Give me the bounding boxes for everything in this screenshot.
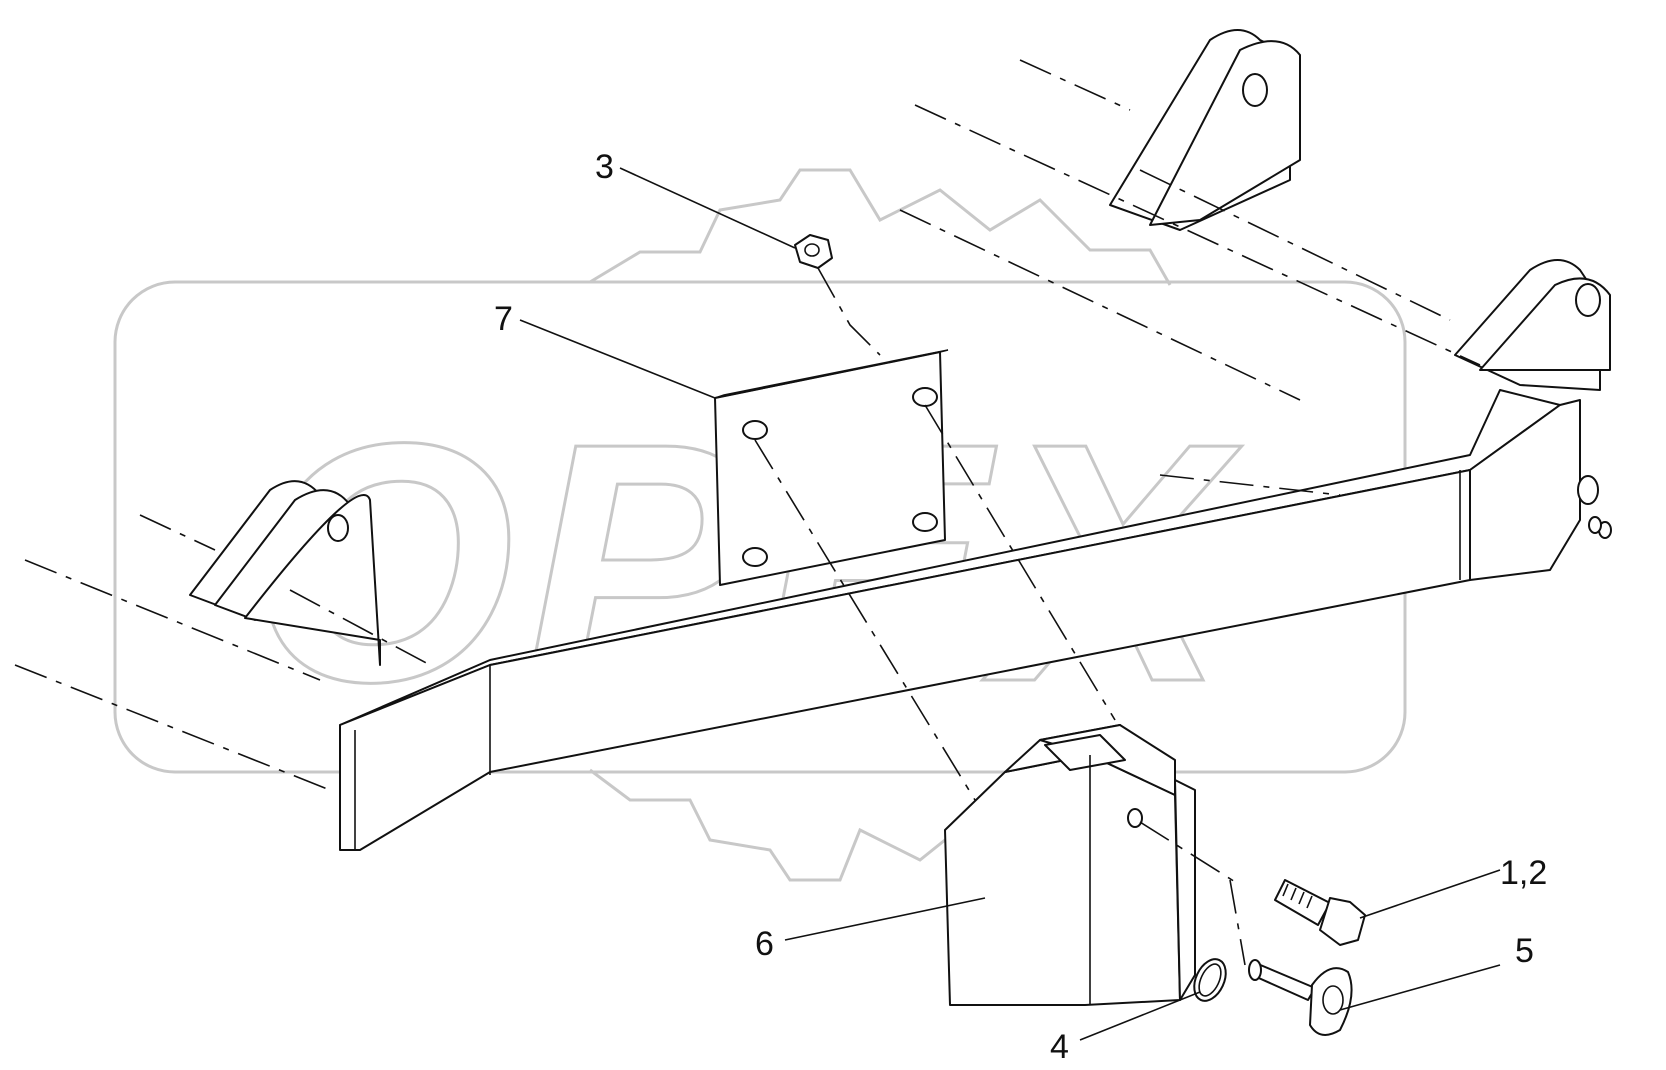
callouts: 3 7 1,2 6 5 4	[494, 148, 1547, 1066]
callout-7: 7	[494, 300, 513, 338]
callout-4: 4	[1050, 1028, 1069, 1066]
coupling-bracket-part-6	[944, 724, 1196, 1006]
nut-part-3	[794, 234, 833, 269]
rear-lug-brackets	[1109, 29, 1612, 539]
beam-end-face	[1469, 399, 1581, 581]
beam-front-face	[339, 469, 1471, 851]
ring-part-4	[1193, 958, 1227, 1002]
plate-hole	[912, 387, 938, 407]
callout-3: 3	[595, 148, 614, 186]
left-lug-brackets	[189, 480, 381, 666]
leader-lines	[519, 167, 1501, 1041]
pin-part-5	[1248, 959, 1353, 1036]
plate-hole	[912, 512, 938, 532]
frame-centre-lines	[14, 59, 1481, 791]
plate-hole	[742, 547, 768, 567]
plate-hole	[742, 420, 768, 440]
callout-5: 5	[1515, 932, 1534, 970]
callout-1-2: 1,2	[1500, 854, 1547, 892]
mounting-plate-part-7	[714, 349, 949, 586]
bolt-part-1-2	[1274, 879, 1366, 946]
main-beam	[339, 389, 1581, 851]
assembly-lines	[754, 267, 1246, 966]
callout-6: 6	[755, 925, 774, 963]
